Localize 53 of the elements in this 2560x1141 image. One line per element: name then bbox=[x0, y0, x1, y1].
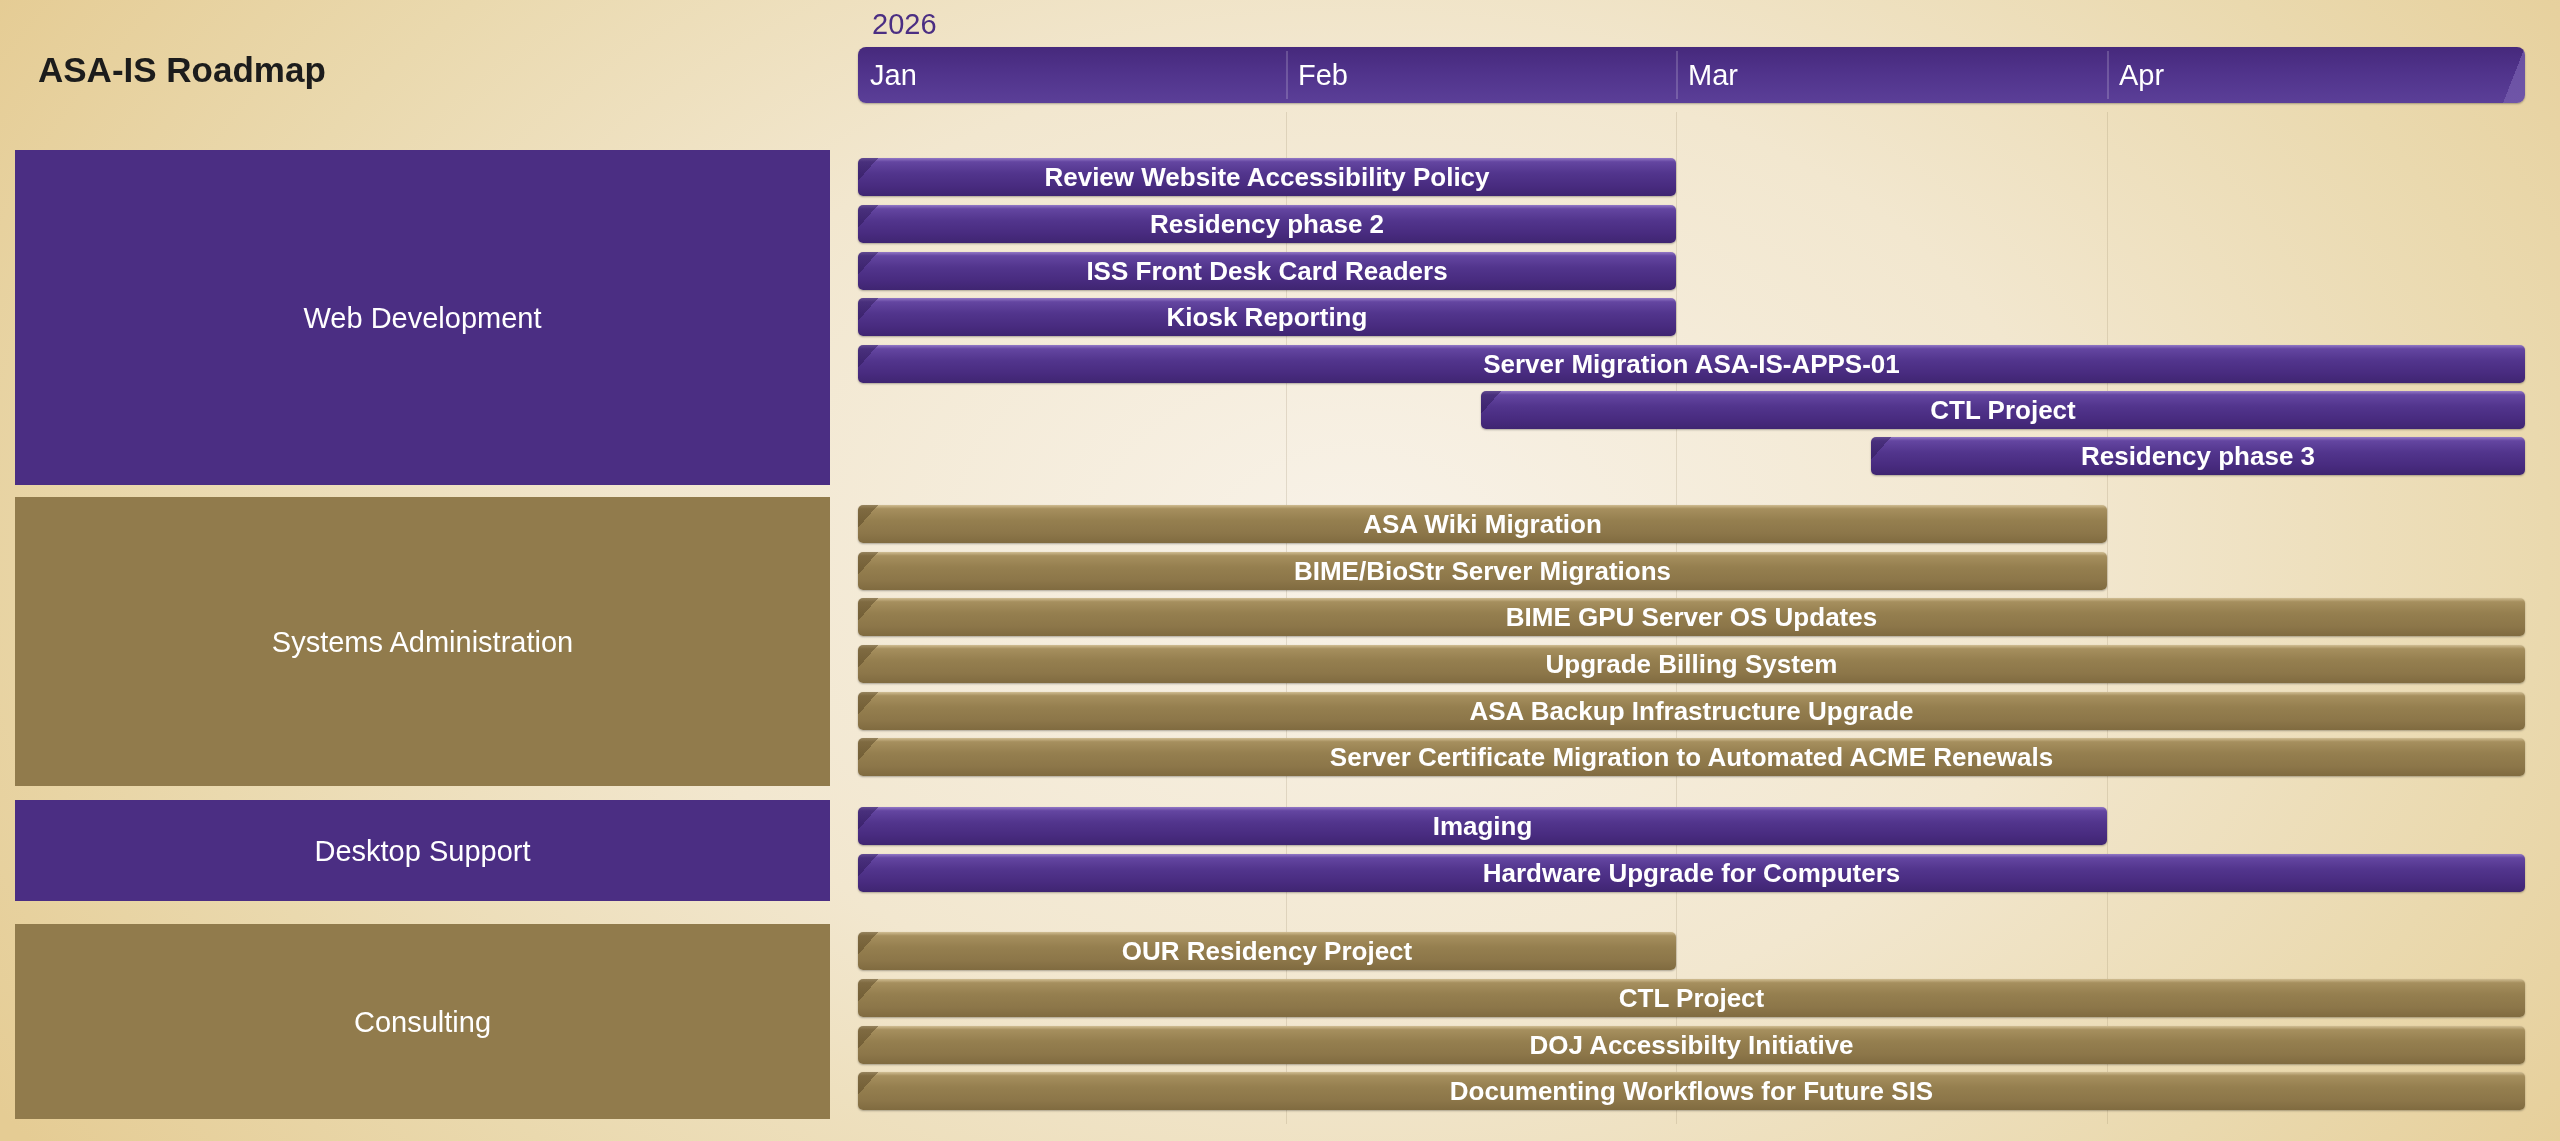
task-bar bbox=[1481, 391, 2525, 429]
task-label: BIME GPU Server OS Updates bbox=[1505, 601, 1878, 633]
task-label: DOJ Accessibilty Initiative bbox=[1529, 1029, 1854, 1061]
task-label: Residency phase 3 bbox=[2080, 440, 2316, 472]
title: ASA-IS Roadmap bbox=[38, 49, 326, 91]
task-label: Kiosk Reporting bbox=[1166, 301, 1368, 333]
task-label: Server Certificate Migration to Automated ACME Renewals bbox=[1329, 741, 2054, 773]
month-label: Apr bbox=[2119, 58, 2165, 92]
task-bar bbox=[858, 252, 1676, 290]
task-label: BIME/BioStr Server Migrations bbox=[1293, 555, 1672, 587]
task-label: ASA Backup Infrastructure Upgrade bbox=[1469, 695, 1914, 727]
category-label: Web Development bbox=[303, 300, 542, 336]
task-bar bbox=[1871, 437, 2525, 475]
category-label: Desktop Support bbox=[314, 833, 531, 869]
task-bar bbox=[858, 645, 2525, 683]
category-band bbox=[15, 924, 830, 1119]
task-bar bbox=[858, 1072, 2525, 1110]
task-bar bbox=[858, 1026, 2525, 1064]
task-label: OUR Residency Project bbox=[1121, 935, 1413, 967]
task-label: ISS Front Desk Card Readers bbox=[1086, 255, 1448, 287]
task-bar bbox=[858, 738, 2525, 776]
category-band bbox=[15, 497, 830, 786]
task-label: Documenting Workflows for Future SIS bbox=[1449, 1075, 1934, 1107]
task-bar bbox=[858, 807, 2107, 845]
category-band bbox=[15, 150, 830, 485]
category-label: Consulting bbox=[354, 1004, 491, 1040]
task-bar bbox=[858, 298, 1676, 336]
category-band bbox=[15, 800, 830, 901]
task-bar bbox=[858, 932, 1676, 970]
task-bar bbox=[858, 979, 2525, 1017]
task-bar bbox=[858, 692, 2525, 730]
task-label: Server Migration ASA-IS-APPS-01 bbox=[1483, 348, 1900, 380]
task-label: Imaging bbox=[1432, 810, 1533, 842]
category-label: Systems Administration bbox=[271, 624, 574, 660]
month-label: Mar bbox=[1688, 58, 1738, 92]
month-label: Jan bbox=[870, 58, 917, 92]
task-bar bbox=[858, 505, 2107, 543]
task-bar bbox=[858, 158, 1676, 196]
task-label: CTL Project bbox=[1930, 394, 2076, 426]
task-bar bbox=[858, 552, 2107, 590]
year-label: 2026 bbox=[872, 7, 937, 41]
task-label: ASA Wiki Migration bbox=[1363, 508, 1602, 540]
month-label: Feb bbox=[1298, 58, 1348, 92]
timeline-bar bbox=[858, 47, 2525, 103]
task-bar bbox=[858, 205, 1676, 243]
task-bar bbox=[858, 345, 2525, 383]
task-bar bbox=[858, 598, 2525, 636]
task-label: Review Website Accessibility Policy bbox=[1044, 161, 1490, 193]
task-label: Hardware Upgrade for Computers bbox=[1482, 857, 1901, 889]
task-label: Residency phase 2 bbox=[1149, 208, 1385, 240]
task-label: Upgrade Billing System bbox=[1545, 648, 1838, 680]
task-label: CTL Project bbox=[1618, 982, 1765, 1014]
task-bar bbox=[858, 854, 2525, 892]
